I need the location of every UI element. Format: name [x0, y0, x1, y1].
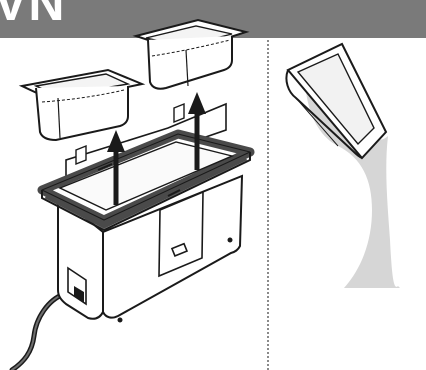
power-switch	[170, 242, 189, 257]
dotted-divider	[267, 40, 269, 370]
remove-pans-illustration	[9, 18, 255, 370]
lift-arrow-right	[188, 92, 206, 170]
header-title: VN	[0, 0, 66, 31]
left-food-pan	[18, 68, 146, 142]
lift-arrow-left	[107, 130, 125, 205]
power-cord	[9, 291, 67, 370]
control-panel	[158, 190, 204, 278]
tilted-food-pan	[285, 42, 388, 160]
pour-water-illustration	[285, 42, 400, 288]
right-food-pan	[132, 18, 250, 90]
